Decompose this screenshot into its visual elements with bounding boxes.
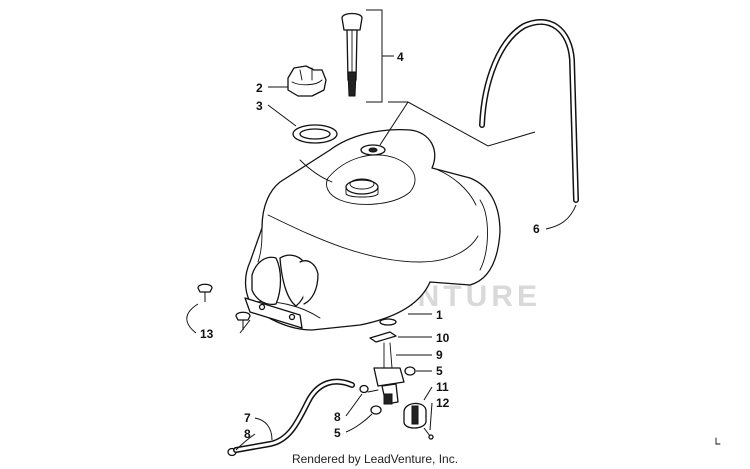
fuel-petcock[interactable] [367, 342, 405, 405]
callout-12: 12 [436, 396, 450, 410]
fuel-hose[interactable] [233, 378, 355, 453]
callout-3: 3 [256, 99, 263, 113]
callout-8-upper: 8 [334, 410, 341, 424]
washer-upper[interactable] [404, 366, 416, 376]
callout-6: 6 [533, 222, 540, 236]
fuel-cap[interactable] [287, 65, 327, 97]
callout-2: 2 [256, 81, 263, 95]
callout-9: 9 [436, 348, 443, 362]
washer-lower[interactable] [370, 405, 382, 415]
callout-10: 10 [436, 331, 450, 345]
fuel-tank[interactable] [244, 129, 501, 331]
knob-screw[interactable] [423, 427, 434, 440]
cap-gasket[interactable] [292, 124, 338, 144]
vent-hose[interactable] [479, 19, 579, 203]
callout-13: 13 [200, 327, 214, 341]
callout-8-lower: 8 [244, 427, 251, 441]
footer-credit: Rendered by LeadVenture, Inc. [291, 452, 459, 466]
mounting-screws[interactable] [197, 283, 251, 330]
callout-4: 4 [397, 50, 404, 64]
callout-1: 1 [436, 308, 443, 322]
corner-marker [715, 437, 721, 445]
callout-7: 7 [244, 411, 251, 425]
callout-5-upper: 5 [436, 364, 443, 378]
petcock-knob[interactable] [403, 402, 427, 429]
petcock-gasket[interactable] [369, 331, 397, 343]
callout-5-lower: 5 [334, 426, 341, 440]
fuel-gauge[interactable] [341, 12, 363, 97]
callout-11: 11 [436, 380, 449, 394]
